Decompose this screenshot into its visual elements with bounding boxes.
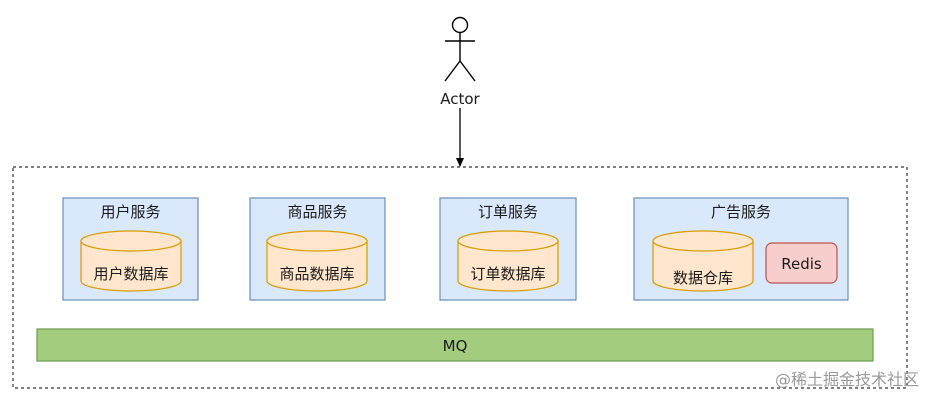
service-product: 商品服务 商品数据库	[249, 197, 386, 301]
actor-label: Actor	[440, 90, 480, 108]
service-title: 用户服务	[100, 203, 160, 221]
service-order: 订单服务 订单数据库	[439, 197, 577, 301]
system-boundary	[12, 166, 908, 389]
database-cylinder-icon	[80, 230, 182, 292]
service-ads: 广告服务 数据仓库 Redis	[633, 197, 849, 301]
service-user: 用户服务 用户数据库	[62, 197, 199, 301]
database-cylinder-icon	[457, 230, 559, 292]
redis-label: Redis	[781, 255, 822, 273]
database-label: 用户数据库	[93, 265, 168, 283]
actor-icon	[444, 16, 476, 82]
database-cylinder-icon	[266, 230, 368, 292]
database-label: 数据仓库	[673, 269, 733, 287]
redis-cache-box	[765, 242, 838, 284]
database-label: 订单数据库	[470, 265, 545, 283]
database-cylinder-icon	[652, 230, 754, 292]
service-title: 广告服务	[711, 203, 771, 221]
database-label: 商品数据库	[279, 265, 354, 283]
mq-label: MQ	[443, 337, 468, 355]
mq-bar	[36, 328, 874, 362]
service-title: 商品服务	[287, 203, 347, 221]
service-title: 订单服务	[478, 203, 538, 221]
watermark-text: @稀土掘金技术社区	[775, 370, 919, 389]
